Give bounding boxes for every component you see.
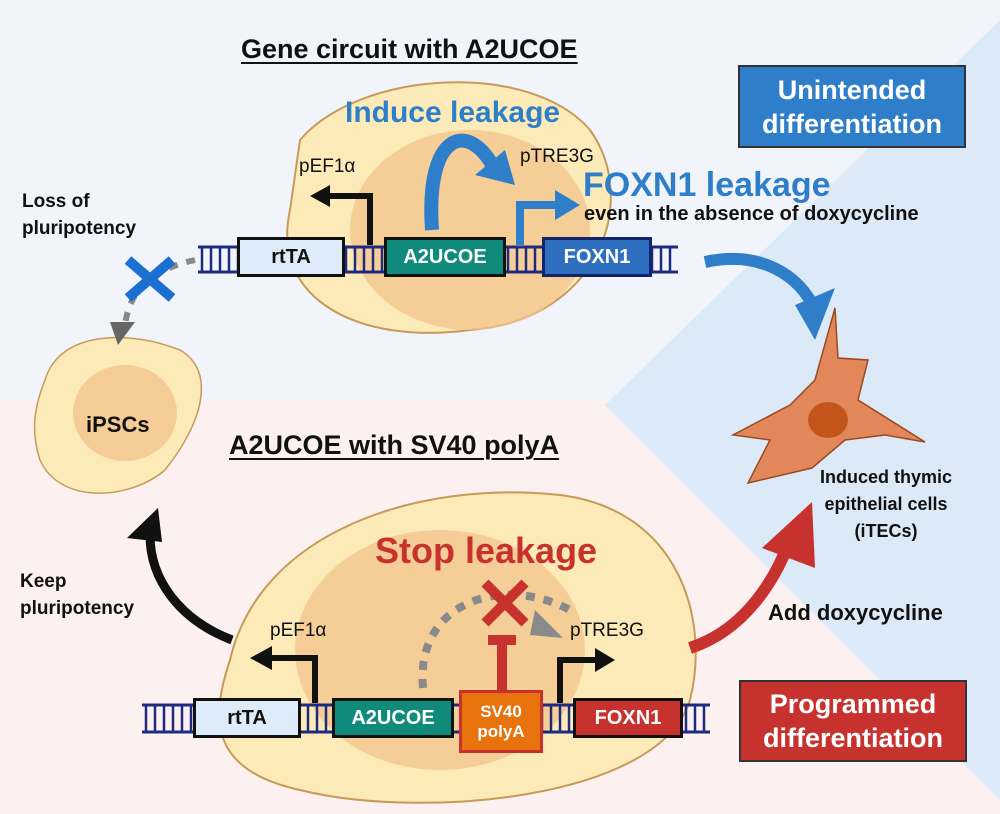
keep-line-2: pluripotency [20, 598, 135, 619]
gene-rtta-top: rtTA [237, 237, 345, 277]
curved-arrow-icon [424, 133, 502, 231]
keep-pluripotency-label: Keep pluripotency [20, 568, 134, 622]
gene-rtta-bottom: rtTA [193, 698, 301, 738]
inhibition-icon [488, 635, 516, 690]
top-cell [286, 81, 612, 334]
promoter-arrow-icon [555, 190, 580, 220]
curved-arrow-icon [795, 288, 835, 340]
keep-line-1: Keep [20, 571, 67, 592]
loss-pluripotency-label: Loss of pluripotency [22, 188, 136, 242]
itec-line-1: Induced thymic [820, 467, 953, 487]
top-panel-title: Gene circuit with A2UCOE [241, 34, 578, 64]
outcome-line-1: Unintended [777, 74, 927, 105]
outcome-line-1: Programmed [769, 689, 937, 719]
bottom-panel-title: A2UCOE with SV40 polyA [229, 430, 560, 460]
loss-line-2: pluripotency [22, 218, 137, 239]
x-mark-icon [481, 579, 529, 627]
sv40-label: SV40 [480, 701, 522, 721]
promoter-arrow-icon [557, 657, 600, 703]
itec-line-2: epithelial cells [824, 494, 948, 514]
curved-arrow-icon [762, 502, 815, 568]
stop-leakage-label: Stop leakage [375, 530, 598, 571]
promoter-arrow-icon [516, 201, 565, 245]
gene-a2ucoe-top: A2UCOE [384, 237, 506, 277]
curved-arrow-icon [127, 508, 162, 542]
unintended-differentiation-box: Unintended differentiation [738, 65, 966, 148]
itec-cell [730, 307, 926, 485]
foxn1-leakage-label: FOXN1 leakage [583, 166, 831, 204]
ipsc-label: iPSCs [86, 412, 150, 437]
gene-a2ucoe-bottom: A2UCOE [332, 698, 454, 738]
dashed-arrow-icon [418, 590, 572, 689]
outcome-line-2: differentiation [763, 723, 943, 753]
dashed-arrow-icon [530, 610, 563, 638]
itec-label: Induced thymic epithelial cells (iTECs) [820, 464, 952, 545]
gene-sv40-polya: SV40 polyA [459, 690, 543, 753]
promoter-label-ptre3g-top: pTRE3G [520, 146, 594, 167]
promoter-arrow-icon [310, 185, 330, 207]
leakage-subtitle: even in the absence of doxycycline [584, 203, 919, 225]
promoter-label-pef1a-bottom: pEF1α [270, 620, 327, 641]
gene-foxn1-bottom: FOXN1 [573, 698, 683, 738]
outcome-line-2: differentiation [762, 108, 942, 139]
curved-arrow-icon [145, 534, 234, 645]
promoter-label-pef1a-top: pEF1α [299, 156, 356, 177]
promoter-arrow-icon [265, 655, 318, 703]
promoter-arrow-icon [250, 646, 272, 670]
x-mark-icon [124, 256, 176, 302]
induce-leakage-label: Induce leakage [345, 96, 561, 129]
promoter-arrow-icon [322, 193, 373, 245]
programmed-differentiation-box: Programmed differentiation [739, 680, 967, 762]
curved-arrow-icon [703, 252, 821, 313]
promoter-label-ptre3g-bottom: pTRE3G [570, 620, 644, 641]
promoter-arrow-icon [595, 648, 615, 672]
itec-line-3: (iTECs) [854, 521, 918, 541]
polya-label: polyA [477, 721, 525, 741]
gene-foxn1-top: FOXN1 [542, 237, 652, 277]
add-doxycycline-label: Add doxycycline [768, 600, 943, 625]
dashed-arrow-icon [110, 322, 135, 345]
loss-line-1: Loss of [22, 191, 90, 212]
curved-arrow-icon [475, 150, 515, 185]
